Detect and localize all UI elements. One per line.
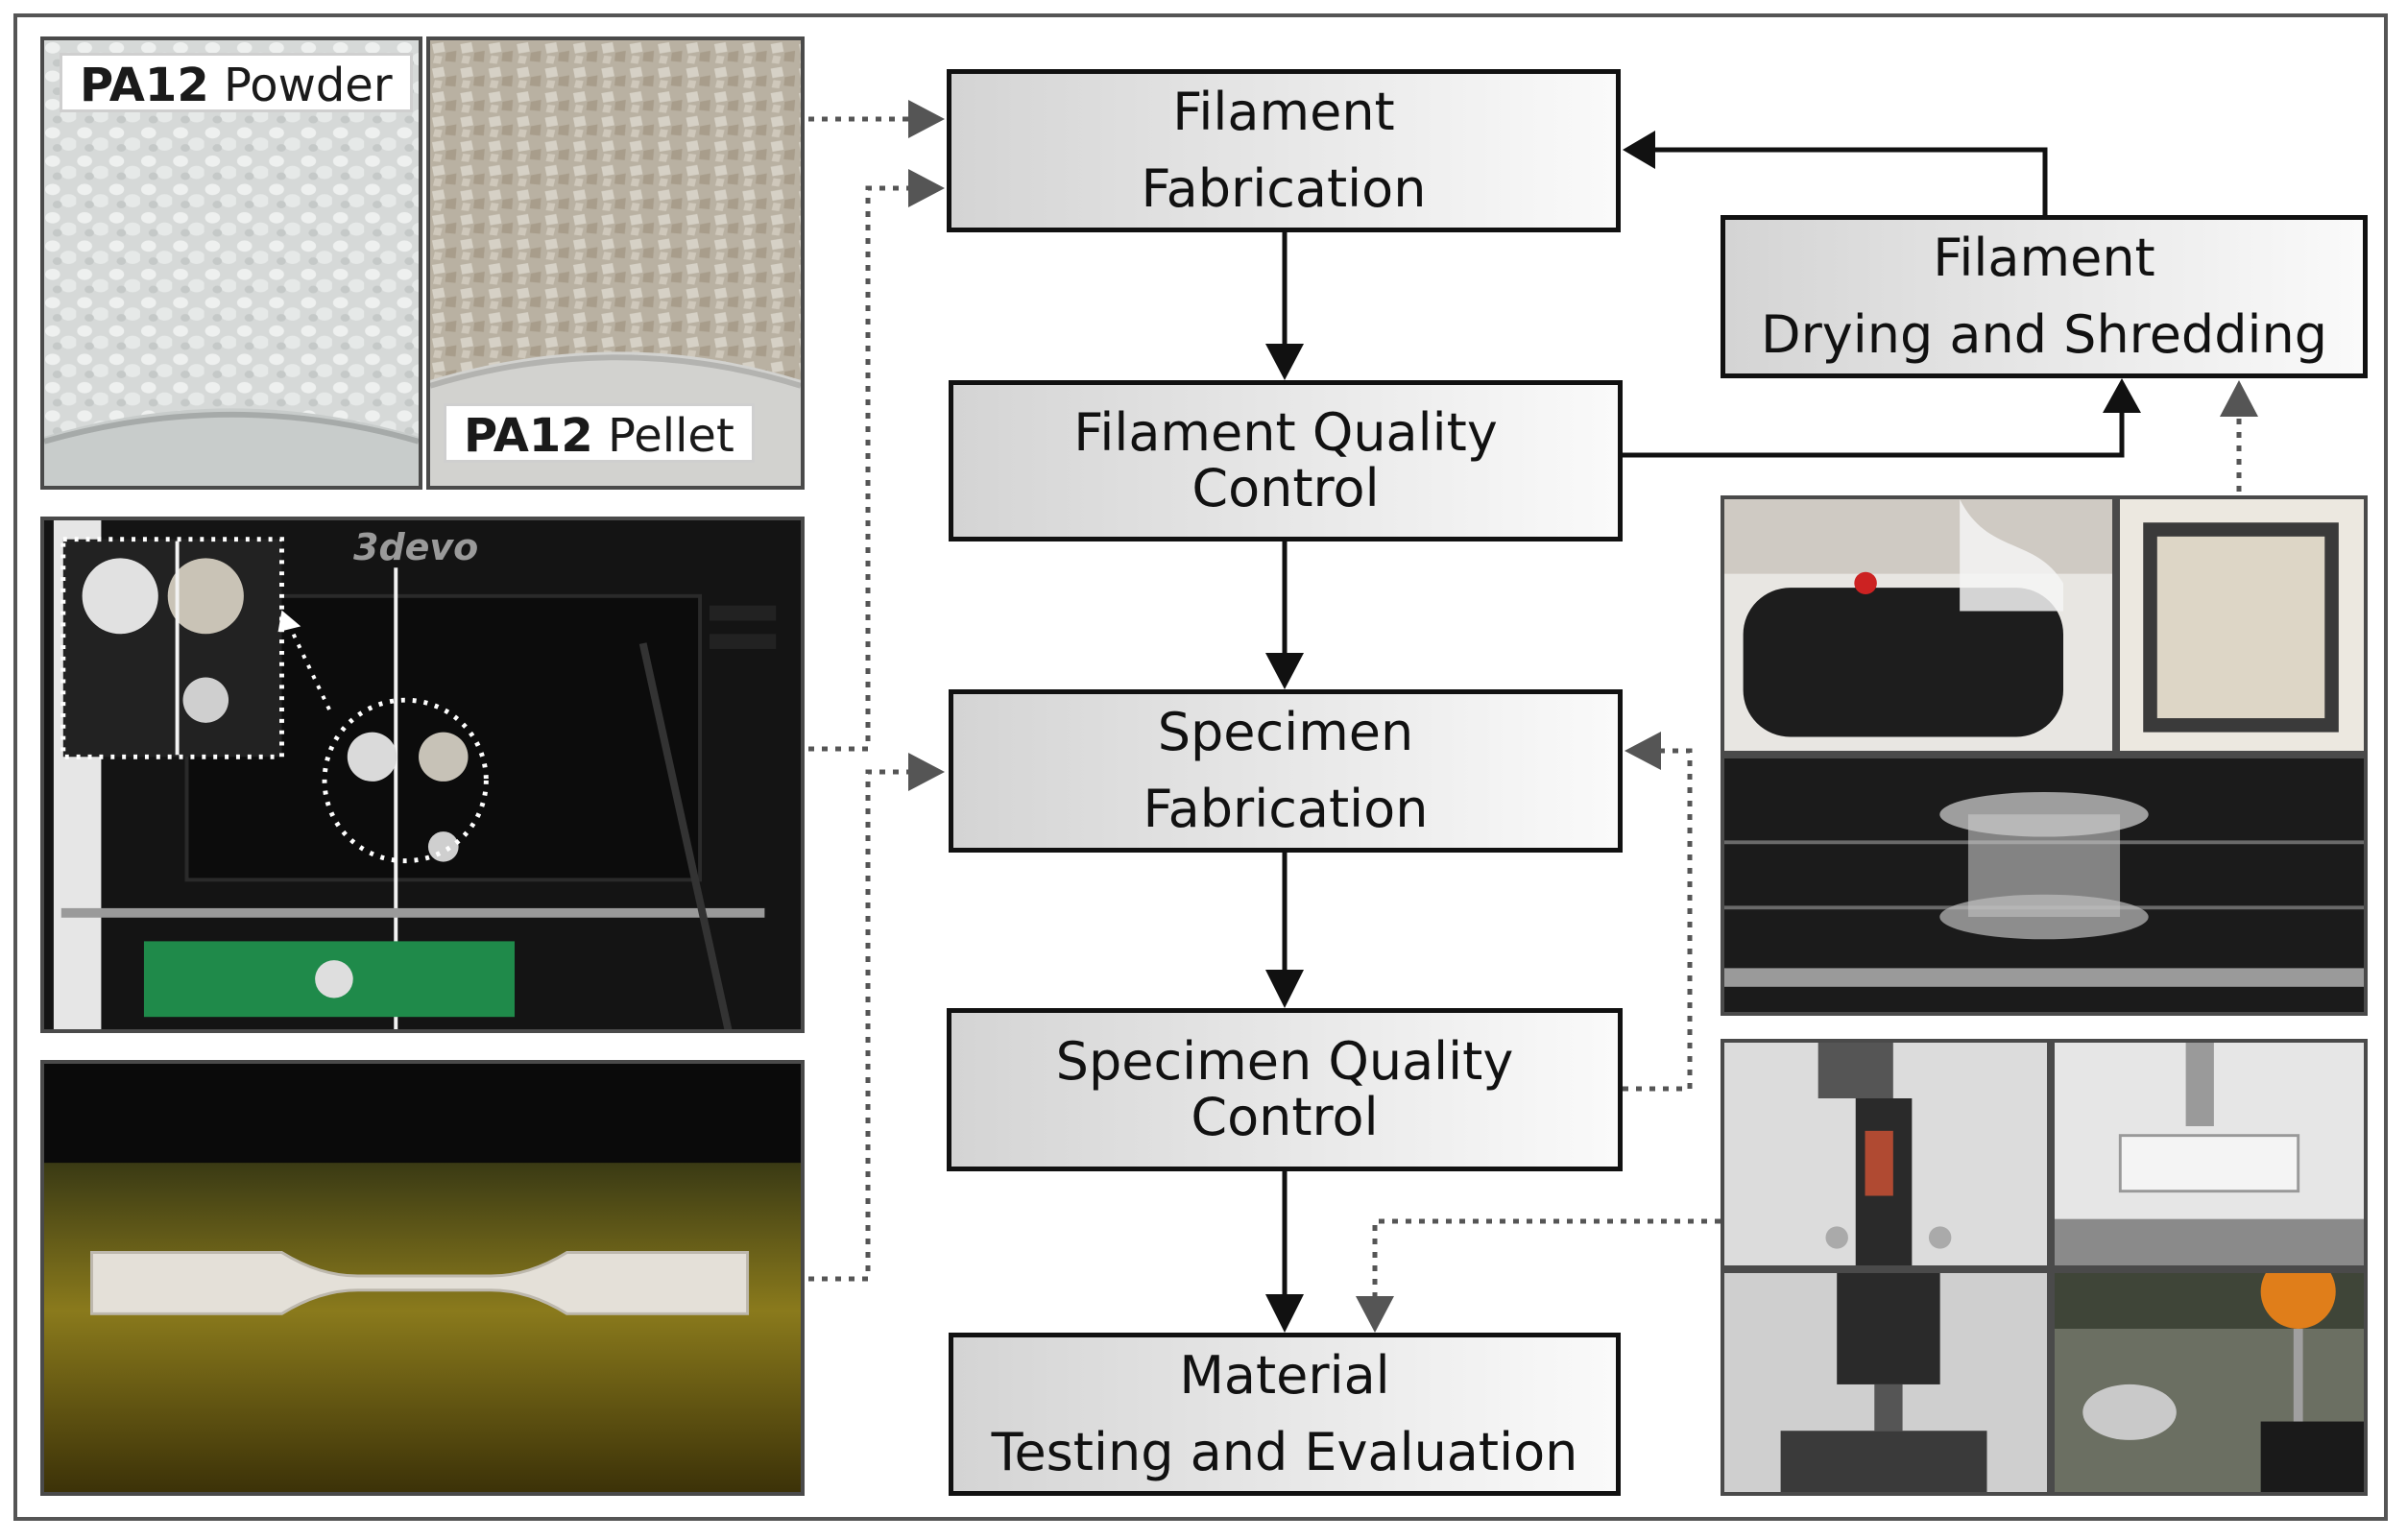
filament-spool-oven-photo bbox=[1721, 755, 2368, 1016]
dryer-tray-photo bbox=[2116, 495, 2368, 755]
filament-quality-control-box: Filament Quality Control bbox=[949, 380, 1623, 541]
powder-label: PA12 Powder bbox=[60, 53, 413, 112]
drying-shredding-box: Filament Drying and Shredding bbox=[1721, 215, 2368, 378]
material-testing-box: Material Testing and Evaluation bbox=[949, 1333, 1621, 1496]
pellet-label: PA12 Pellet bbox=[444, 403, 755, 463]
flexural-test-photo bbox=[2051, 1039, 2368, 1269]
specimen-quality-control-box: Specimen Quality Control bbox=[947, 1008, 1623, 1171]
shredder-photo bbox=[1721, 495, 2116, 755]
specimen-fabrication-box: Specimen Fabrication bbox=[949, 689, 1623, 853]
figure-frame bbox=[13, 13, 2388, 1521]
pa12-powder-photo bbox=[40, 36, 422, 490]
tensile-test-photo bbox=[1721, 1039, 2051, 1269]
printed-specimen-photo bbox=[40, 1060, 805, 1496]
filament-extruder-photo bbox=[40, 517, 805, 1033]
extruder-brand-label: 3devo bbox=[353, 526, 479, 568]
hardness-test-photo bbox=[1721, 1269, 2051, 1496]
filament-fabrication-box: Filament Fabrication bbox=[947, 69, 1621, 232]
impact-test-photo bbox=[2051, 1269, 2368, 1496]
